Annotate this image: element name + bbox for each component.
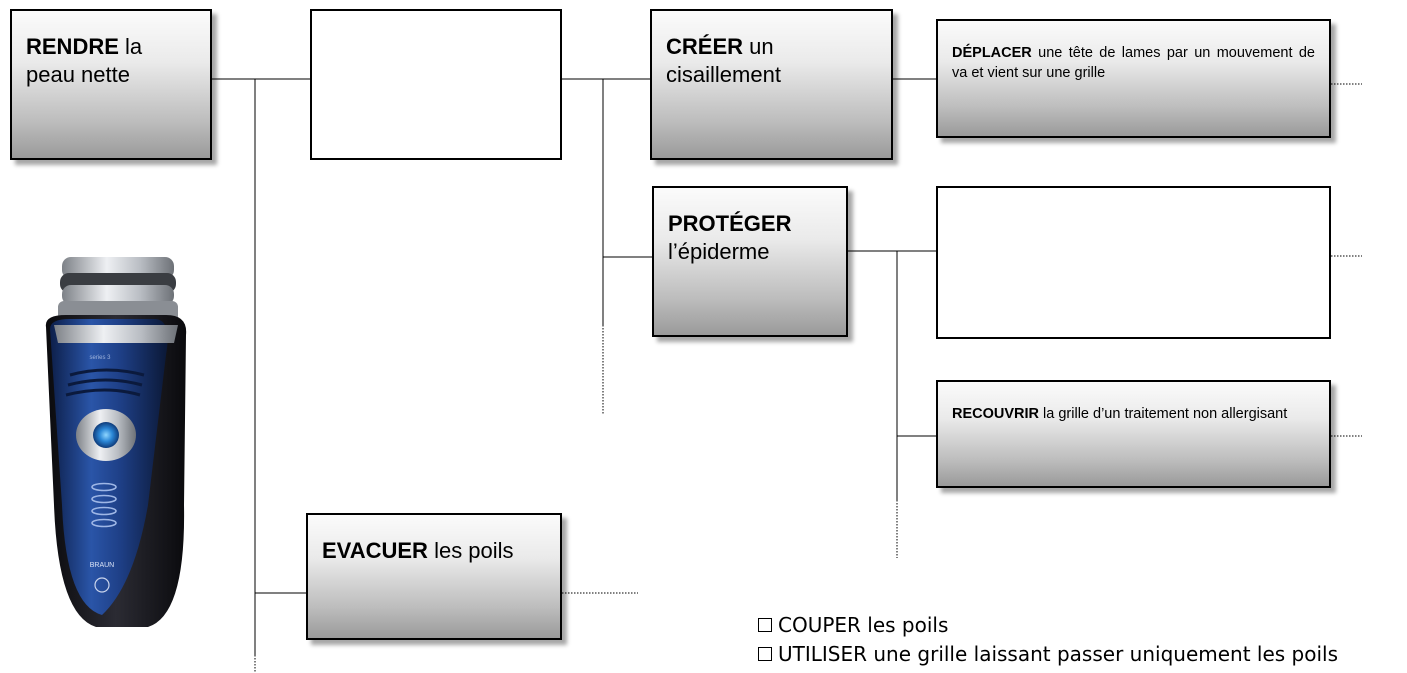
answer-choice-2[interactable]: UTILISER une grille laissant passer uniq… xyxy=(758,642,1338,666)
creer-text: un cisaillement xyxy=(666,34,781,87)
blank-box-right xyxy=(936,186,1331,339)
recouvrir-solution-box: RECOUVRIR la grille d’un traitement non … xyxy=(936,380,1331,488)
recouvrir-text: la grille d’un traitement non allergisan… xyxy=(1039,406,1288,422)
shaver-model-text: series 3 xyxy=(89,355,111,361)
answer-choice-1-label: COUPER les poils xyxy=(778,613,949,637)
deplacer-solution-box: DÉPLACER une tête de lames par un mouvem… xyxy=(936,19,1331,138)
blank-box-top xyxy=(310,9,562,160)
root-keyword: RENDRE xyxy=(26,34,119,59)
root-function-box: RENDRE la peau nette xyxy=(10,9,212,160)
creer-function-box: CRÉER un cisaillement xyxy=(650,9,893,160)
creer-keyword: CRÉER xyxy=(666,34,744,59)
shaver-brand-text: BRAUN xyxy=(90,562,115,569)
evacuer-function-box: EVACUER les poils xyxy=(306,513,562,640)
root-text: la peau nette xyxy=(26,34,143,87)
evacuer-text: les poils xyxy=(427,538,514,563)
electric-shaver-icon: BRAUN series 3 xyxy=(45,257,187,627)
checkbox-icon[interactable] xyxy=(758,647,772,661)
proteger-keyword: PROTÉGER xyxy=(668,211,792,236)
deplacer-text: une tête de lames par un mouvement de va… xyxy=(952,45,1315,81)
evacuer-keyword: EVACUER xyxy=(322,538,428,563)
answer-choice-1[interactable]: COUPER les poils xyxy=(758,613,948,637)
proteger-text: l’épiderme xyxy=(668,239,770,264)
recouvrir-keyword: RECOUVRIR xyxy=(952,406,1040,422)
answer-choice-2-label: UTILISER une grille laissant passer uniq… xyxy=(778,642,1339,666)
electric-shaver-image: BRAUN series 3 xyxy=(36,255,196,640)
proteger-function-box: PROTÉGER l’épiderme xyxy=(652,186,848,337)
checkbox-icon[interactable] xyxy=(758,618,772,632)
deplacer-keyword: DÉPLACER xyxy=(952,45,1032,61)
